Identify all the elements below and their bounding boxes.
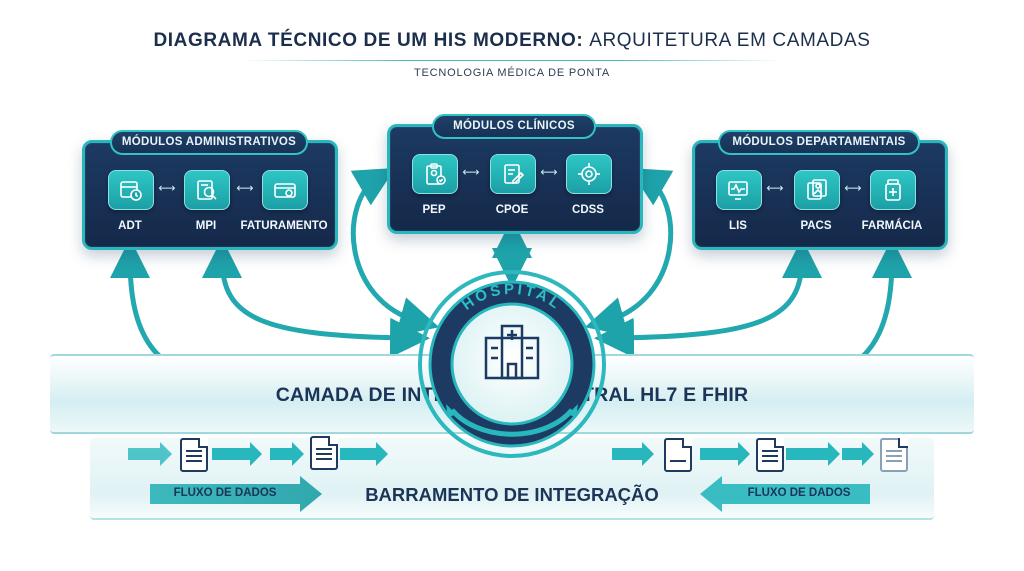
double-arrow-icon: ⟷ bbox=[844, 181, 862, 195]
module-label-pep: PEP bbox=[422, 204, 446, 216]
patient-search-icon[interactable] bbox=[184, 170, 230, 210]
double-arrow-icon: ⟷ bbox=[766, 181, 784, 195]
title-divider bbox=[240, 60, 784, 61]
cycle-arrow bbox=[450, 408, 574, 437]
flow-label-left: FLUXO DE DADOS bbox=[173, 487, 277, 499]
panel-title-clinical: MÓDULOS CLÍNICOS bbox=[432, 114, 596, 139]
module-label-cpoe: CPOE bbox=[495, 204, 529, 216]
billing-card-icon[interactable] bbox=[262, 170, 308, 210]
clipboard-patient-icon[interactable] bbox=[412, 154, 458, 194]
calendar-clock-icon[interactable] bbox=[108, 170, 154, 210]
double-arrow-icon: ⟷ bbox=[462, 165, 480, 179]
lab-monitor-icon[interactable] bbox=[716, 170, 762, 210]
brain-chip-icon[interactable] bbox=[566, 154, 612, 194]
module-label-lis: LIS bbox=[729, 220, 747, 232]
form-document-icon bbox=[880, 438, 908, 472]
module-label-cdss: CDSS bbox=[572, 204, 604, 216]
integration-bus-label: BARRAMENTO DE INTEGRAÇÃO bbox=[365, 484, 659, 505]
module-label-faturamento: FATURAMENTO bbox=[240, 220, 328, 232]
module-label-mpi: MPI bbox=[195, 220, 217, 232]
double-arrow-icon: ⟷ bbox=[158, 181, 176, 195]
image-document-icon bbox=[664, 438, 692, 472]
panel-title-departmental: MÓDULOS DEPARTAMENTAIS bbox=[718, 130, 920, 155]
page-title: DIAGRAMA TÉCNICO DE UM HIS MODERNO: ARQU… bbox=[0, 30, 1024, 52]
image-files-icon[interactable] bbox=[794, 170, 840, 210]
title-light: ARQUITETURA EM CAMADAS bbox=[589, 30, 871, 51]
document-stack-icon bbox=[310, 436, 338, 470]
document-icon bbox=[180, 438, 208, 472]
double-arrow-icon: ⟷ bbox=[540, 165, 558, 179]
arrow-mpi-to-hub bbox=[202, 238, 430, 358]
panel-title-administrative: MÓDULOS ADMINISTRATIVOS bbox=[110, 130, 308, 155]
order-entry-icon[interactable] bbox=[490, 154, 536, 194]
module-label-farmacia: FARMÁCIA bbox=[861, 220, 923, 232]
report-document-icon bbox=[756, 438, 784, 472]
page-subtitle: TECNOLOGIA MÉDICA DE PONTA bbox=[413, 67, 610, 79]
arrow-clinical-left-to-hub bbox=[350, 167, 440, 336]
module-label-adt: ADT bbox=[118, 220, 142, 232]
pharmacy-bottle-icon[interactable] bbox=[870, 170, 916, 210]
hospital-hub: HOSPITAL bbox=[418, 270, 606, 458]
flow-label-right: FLUXO DE DADOS bbox=[747, 487, 851, 499]
double-arrow-icon: ⟷ bbox=[236, 181, 254, 195]
module-label-pacs: PACS bbox=[800, 220, 832, 232]
hospital-building-icon bbox=[484, 324, 540, 380]
title-bold: DIAGRAMA TÉCNICO DE UM HIS MODERNO: bbox=[153, 30, 584, 51]
